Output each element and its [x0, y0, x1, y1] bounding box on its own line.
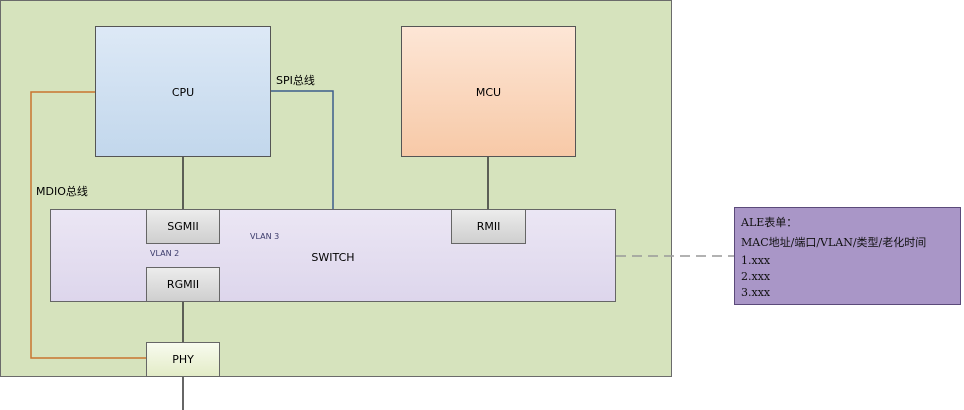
ale-table-box: ALE表单： MAC地址/端口/VLAN/类型/老化时间 1.xxx 2.xxx…	[734, 207, 961, 305]
rmii-label: RMII	[476, 220, 501, 233]
phy-block: PHY	[146, 342, 220, 377]
sgmii-label: SGMII	[167, 220, 199, 233]
mcu-block: MCU	[401, 26, 576, 157]
spi-bus-label: SPI总线	[276, 74, 315, 87]
rgmii-port: RGMII	[146, 267, 220, 302]
cpu-block: CPU	[95, 26, 271, 157]
vlan2-label: VLAN 2	[150, 249, 180, 258]
rgmii-label: RGMII	[166, 278, 200, 291]
mcu-label: MCU	[475, 86, 502, 99]
ale-title: ALE表单：	[741, 216, 798, 229]
phy-label: PHY	[172, 353, 194, 366]
cpu-label: CPU	[171, 86, 195, 99]
vlan3-label: VLAN 3	[250, 232, 280, 241]
rmii-port: RMII	[451, 209, 526, 244]
sgmii-port: SGMII	[146, 209, 220, 244]
ale-row: 1.xxx	[741, 254, 771, 267]
mdio-bus-line	[30, 91, 146, 359]
switch-block: SWITCH	[50, 209, 616, 302]
switch-label: SWITCH	[311, 251, 355, 264]
ale-row: 3.xxx	[741, 286, 771, 299]
ale-row: 2.xxx	[741, 270, 771, 283]
mdio-bus-label: MDIO总线	[36, 185, 88, 198]
spi-bus-line	[271, 90, 334, 209]
ale-header: MAC地址/端口/VLAN/类型/老化时间	[741, 236, 927, 249]
